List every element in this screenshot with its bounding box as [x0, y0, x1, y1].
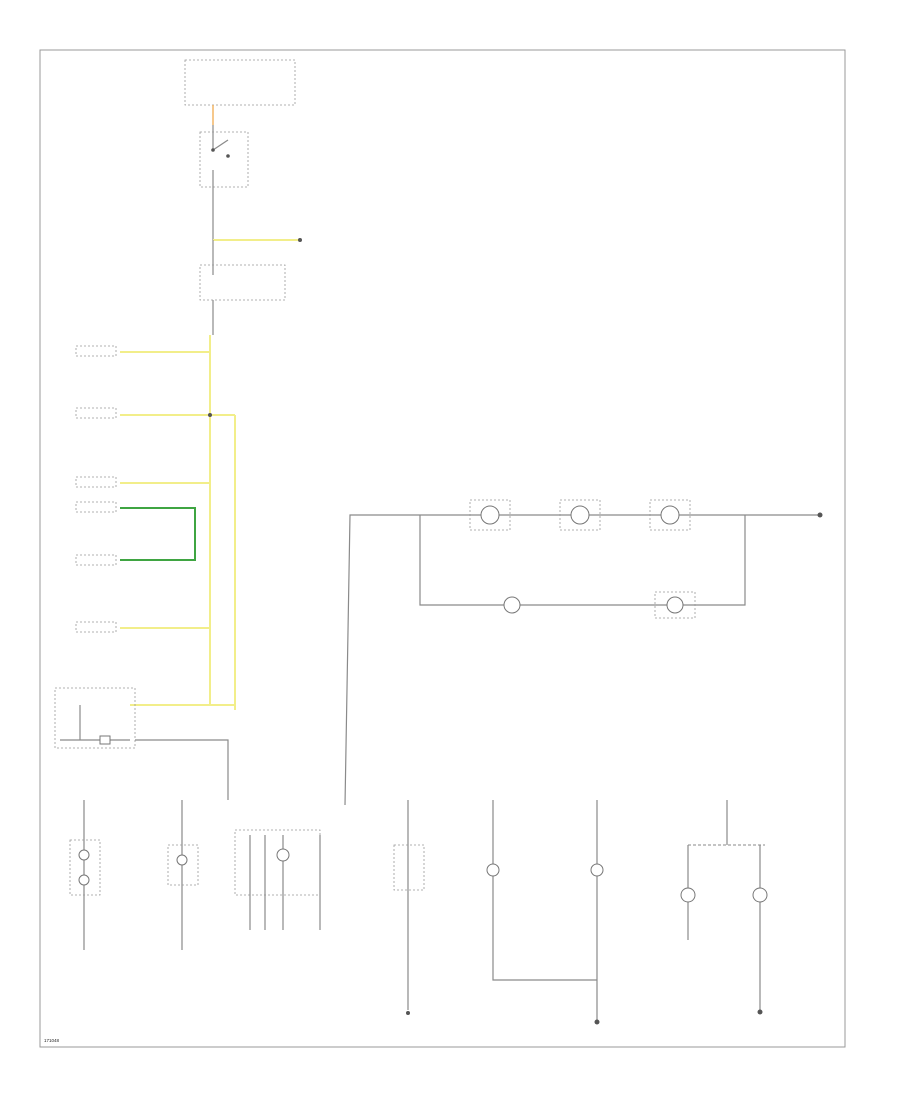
connector-1: [75, 345, 117, 357]
dimmer-rheostat-icon: [276, 848, 290, 862]
lamp-3-icon: [660, 505, 680, 525]
lamp-1-icon: [480, 505, 500, 525]
headlamp-switch-box: [199, 131, 249, 188]
headlamp-switch-contact: [212, 139, 229, 151]
bulb-7-icon: [752, 887, 768, 903]
lamp-5-icon: [666, 596, 684, 614]
connector-6: [75, 621, 117, 633]
center-feed: [344, 514, 420, 806]
diagram-frame: [39, 49, 846, 1048]
connector-4: [75, 501, 117, 513]
yellow-bus: [120, 335, 236, 710]
fuse-block-top: [184, 59, 296, 106]
bulb-2-icon: [78, 874, 90, 886]
bulb-3-icon: [176, 854, 188, 866]
power-supply-section: [184, 59, 302, 335]
bulb-5-icon: [590, 863, 604, 877]
connector-3: [75, 476, 117, 488]
ground-point-icon: [817, 512, 823, 518]
connector-5: [75, 554, 117, 566]
bulb-4-icon: [486, 863, 500, 877]
green-loop: [120, 507, 196, 561]
series-circuit: [419, 499, 823, 619]
diagram-code: 171048: [44, 1038, 60, 1043]
connector-2: [75, 407, 117, 419]
lamp-4-icon: [503, 596, 521, 614]
left-connectors: [75, 345, 117, 633]
bulb-1-icon: [78, 849, 90, 861]
bottom-branches: [69, 800, 768, 1025]
lamp-2-icon: [570, 505, 590, 525]
dimmer-box: [234, 829, 321, 896]
bulb-6-icon: [680, 887, 696, 903]
headlamp-switch-lower: [54, 687, 229, 800]
